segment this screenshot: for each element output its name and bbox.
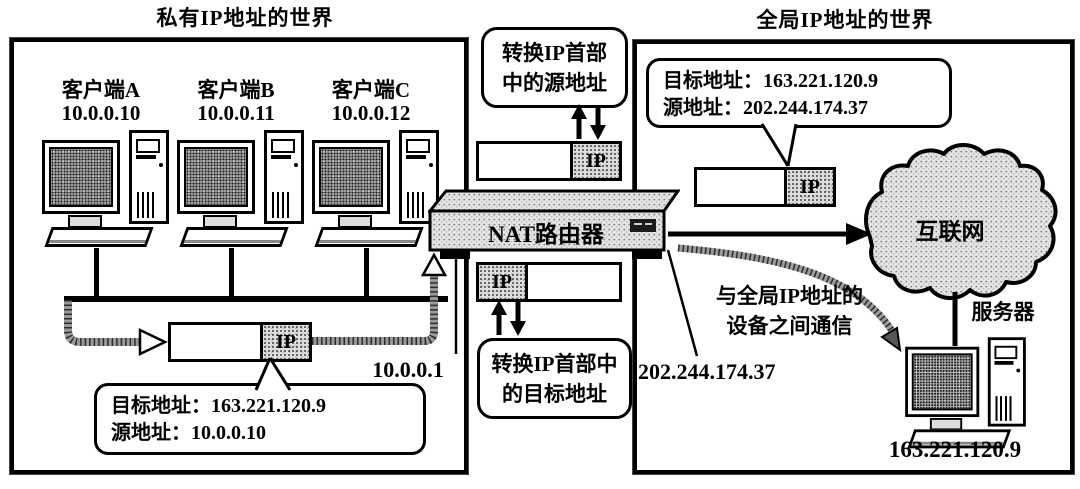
global-world-title: 全局IP地址的世界 [756, 8, 934, 32]
router-box-graphic [426, 189, 681, 259]
nat-router-label: NAT路由器 [488, 222, 604, 247]
computer-monitor-icon [312, 140, 390, 214]
computer-monitor-icon [905, 346, 980, 418]
client-c-label: 客户端C [331, 78, 411, 102]
ip-header-cell: IP [570, 144, 619, 178]
global-dest-address: 目标地址：163.221.120.9 [663, 70, 878, 92]
server-computer-icon [905, 337, 1026, 461]
global-communication-note: 与全局IP地址的 设备之间通信 [682, 281, 897, 341]
up-down-arrows-icon [491, 300, 526, 336]
computer-tower-icon [987, 337, 1026, 427]
private-packet: IP [168, 322, 312, 362]
server-ip-label: 163.221.120.9 [888, 437, 1022, 462]
packet-payload [697, 170, 784, 204]
packet-payload [479, 144, 570, 178]
private-packet-callout: 目标地址：163.221.120.9 源地址：10.0.0.10 [94, 383, 426, 455]
translate-source-line1: 转换IP首部 [502, 40, 607, 65]
translate-dest-line1: 转换IP首部中 [491, 351, 618, 376]
computer-monitor-icon [177, 140, 255, 214]
global-packet: IP [694, 167, 836, 207]
client-a-computer-icon [42, 130, 169, 260]
translate-dest-line2: 的目标地址 [502, 381, 607, 406]
packet-payload [528, 265, 619, 299]
global-packet-callout: 目标地址：163.221.120.9 源地址：202.244.174.37 [646, 58, 952, 128]
nat-router: NAT路由器 [426, 188, 681, 260]
comm-note-line1: 与全局IP地址的 [716, 284, 863, 308]
client-a-label: 客户端A [61, 78, 141, 102]
client-b-computer-icon [177, 130, 304, 260]
internet-label: 互联网 [915, 219, 985, 244]
translated-packet-bottom: IP [476, 262, 622, 302]
comm-note-line2: 设备之间通信 [726, 314, 853, 338]
lan-bus-line [64, 296, 448, 302]
computer-tower-icon [129, 130, 169, 224]
client-a-drop-line [94, 248, 99, 300]
router-global-ip-label: 202.244.174.37 [638, 359, 776, 384]
client-c-ip: 10.0.0.12 [331, 101, 411, 125]
client-b: 客户端B 10.0.0.11 [171, 74, 304, 310]
client-c: 客户端C 10.0.0.12 [306, 74, 439, 310]
private-world-title: 私有IP地址的世界 [156, 6, 334, 30]
client-b-label: 客户端B [197, 78, 275, 102]
computer-monitor-icon [42, 140, 120, 214]
client-b-drop-line [229, 248, 234, 300]
client-a: 客户端A 10.0.0.10 [36, 74, 169, 310]
ip-header-cell: IP [479, 265, 528, 299]
keyboard-icon [179, 227, 289, 247]
translate-source-note: 转换IP首部 中的源地址 [481, 27, 628, 108]
packet-payload [171, 325, 260, 359]
ip-header-cell: IP [784, 170, 833, 204]
client-c-drop-line [364, 248, 369, 300]
private-src-address: 源地址：10.0.0.10 [111, 422, 266, 444]
ip-header-cell: IP [260, 325, 309, 359]
router-right-foot [632, 250, 662, 259]
keyboard-icon [314, 227, 424, 247]
server-label: 服务器 [971, 300, 1035, 324]
computer-tower-icon [264, 130, 304, 224]
router-port-icon [630, 219, 656, 232]
private-dest-address: 目标地址：163.221.120.9 [111, 395, 326, 417]
client-b-ip: 10.0.0.11 [197, 101, 275, 125]
keyboard-icon [44, 227, 154, 247]
global-src-address: 源地址：202.244.174.37 [663, 97, 868, 119]
translated-packet-top: IP [476, 141, 622, 181]
router-left-foot [440, 250, 470, 259]
up-down-arrows-icon [571, 104, 606, 140]
client-a-ip: 10.0.0.10 [61, 101, 141, 125]
client-c-computer-icon [312, 130, 439, 260]
translate-source-line2: 中的源地址 [502, 70, 607, 95]
translate-dest-note: 转换IP首部中 的目标地址 [477, 338, 632, 419]
router-private-ip-label: 10.0.0.1 [372, 357, 444, 382]
